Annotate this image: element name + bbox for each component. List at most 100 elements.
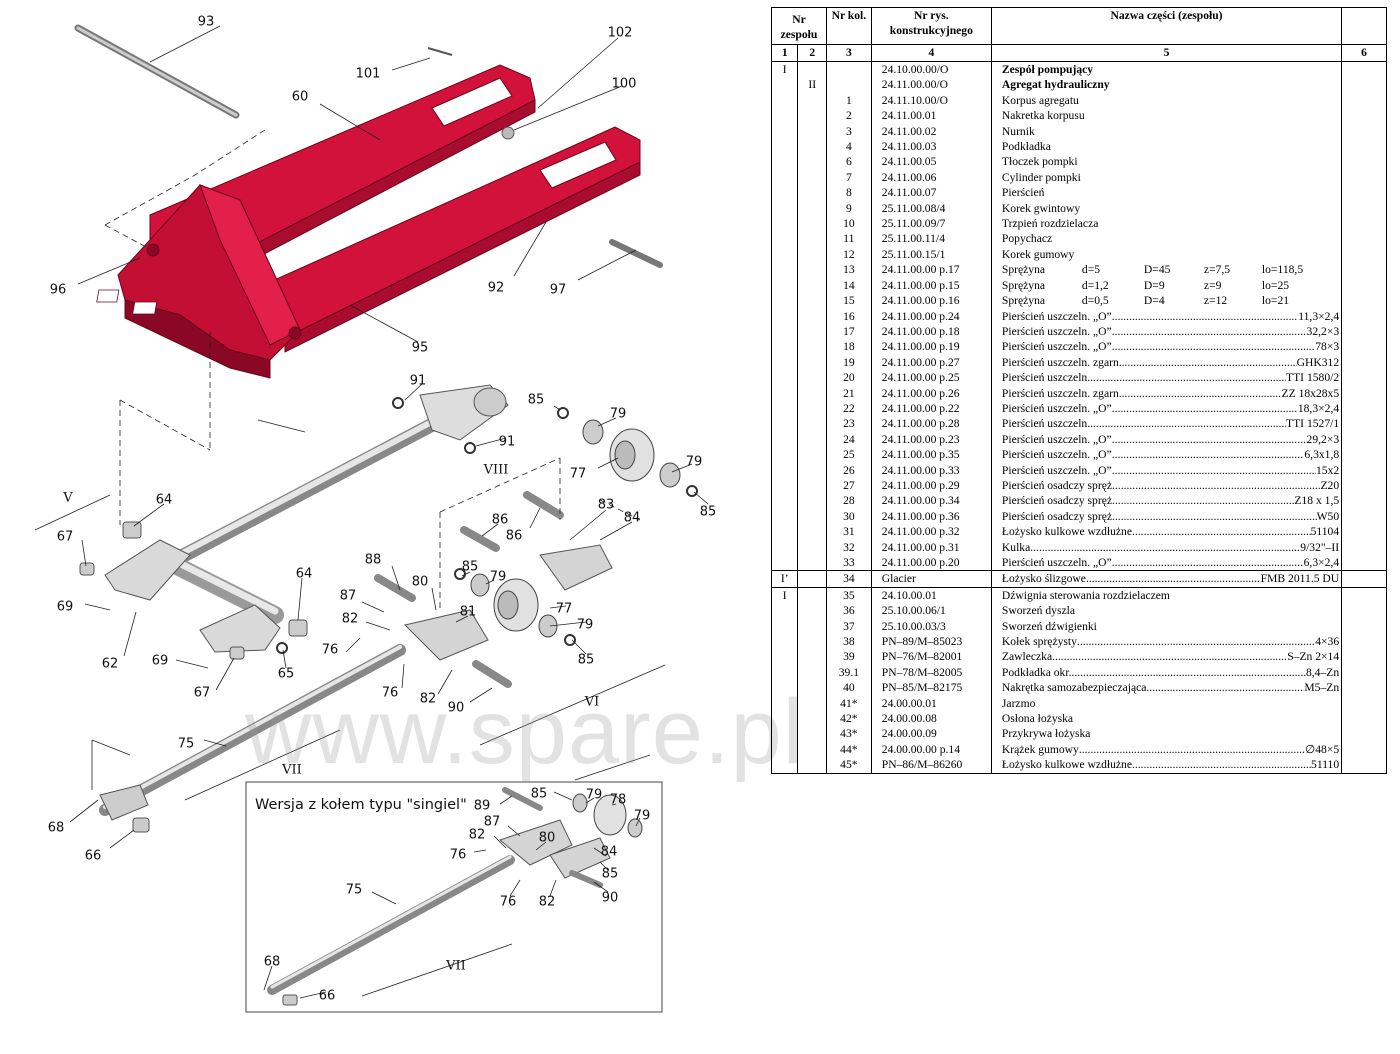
part-name: Pierścień uszczeln. „O”: [1001, 309, 1112, 323]
cell-drawing-number: PN–78/M–82005: [870, 664, 992, 681]
cell-group-2: [797, 293, 827, 309]
cell-drawing-number: 25.11.00.08/4: [870, 200, 992, 217]
part-dimension: S–Zn 2×14: [1287, 650, 1340, 664]
cell-group-2: [797, 508, 827, 525]
part-name: Pierścień uszczeln. „O”: [1001, 448, 1112, 462]
dot-leader: ........................................…: [1030, 540, 1301, 554]
cell-group-1: [770, 262, 799, 278]
cell-group-2: [797, 664, 827, 681]
part-callout-label: 75: [346, 883, 363, 898]
spring-spec: d=0,5: [1081, 294, 1109, 308]
callout-leader: [513, 221, 547, 277]
cell-drawing-number: 25.10.00.06/1: [870, 603, 992, 619]
cell-part-name: Jarzmo: [990, 695, 1343, 712]
cell-group-1: [770, 680, 799, 696]
cell-part-name: Sworzeń dyszla: [990, 603, 1343, 619]
cell-part-name: Zespół pompujący: [990, 61, 1343, 78]
cell-col6: [1341, 185, 1387, 201]
part-name: Zespół pompujący: [1001, 63, 1094, 76]
cell-drawing-number: 24.10.00.01: [870, 586, 992, 604]
part-callout-label: 86: [492, 513, 509, 528]
callout-leader: [475, 437, 507, 447]
cell-group-1: [770, 169, 799, 186]
cell-group-1: [770, 618, 799, 635]
callout-leader: [391, 57, 431, 71]
cell-col6: [1341, 262, 1387, 278]
part-name: Kołek sprężysty: [1001, 635, 1077, 649]
cell-group-2: [797, 354, 827, 371]
cell-col6: [1341, 539, 1387, 555]
part-dimension: 9/32"–II: [1300, 540, 1340, 554]
cell-group-1: [770, 416, 799, 432]
spring-spec: lo=21: [1261, 294, 1290, 308]
cell-col6: [1341, 308, 1387, 324]
callout-leader: [455, 615, 469, 623]
cell-group-2: [797, 92, 827, 109]
header-nr-rys: Nr rys. konstrukcyjnego: [889, 9, 973, 38]
cell-drawing-number: 24.11.00.00 p.17: [870, 262, 992, 278]
cell-group-2: [797, 216, 827, 232]
callout-leader: [319, 103, 381, 141]
cell-position: 38: [825, 634, 872, 650]
part-name: Pierścień uszczeln. zgarn.: [1001, 355, 1122, 369]
part-name: Pierścień uszczeln. „O”: [1001, 340, 1112, 354]
cell-group-2: [797, 200, 827, 217]
spring-spec: D=45: [1143, 263, 1171, 277]
part-dimension: FMB 2011.5 DU: [1260, 572, 1340, 586]
part-callout-label: 60: [292, 90, 309, 105]
part-name: Pierścień uszczeln.: [1001, 371, 1091, 385]
cell-drawing-number: 24.11.00.00 p.19: [870, 339, 992, 355]
cell-group-1: [770, 462, 799, 478]
cell-position: 16: [825, 308, 872, 324]
part-callout-label: 77: [556, 602, 573, 617]
callout-leader: [299, 991, 327, 999]
part-callout-label: 79: [586, 788, 603, 803]
cell-group-1: [770, 185, 799, 201]
cell-group-2: [797, 123, 827, 140]
cell-position: 37: [825, 618, 872, 635]
cell-drawing-number: 24.11.00.00 p.15: [870, 277, 992, 294]
cell-part-name: Pierścień uszczeln. „O” ................…: [990, 462, 1343, 478]
part-dimension: M5–Zn: [1304, 681, 1340, 695]
dot-leader: ........................................…: [1090, 371, 1287, 385]
cell-col6: [1341, 231, 1387, 247]
header-row: Nr zespołu Nr kol. Nr rys. konstrukcyjne…: [771, 7, 1387, 45]
cell-position: 26: [825, 462, 872, 478]
cell-group-1: [770, 634, 799, 650]
cell-position: 22: [825, 400, 872, 417]
callout-leader: [553, 405, 561, 411]
part-name: Korek gumowy: [1001, 247, 1075, 261]
part-name: Korek gwintowy: [1001, 201, 1081, 215]
cell-group-1: [770, 154, 799, 170]
dot-leader: ........................................…: [1071, 665, 1306, 679]
cell-part-name: Pierścień osadczy spręż. ...............…: [990, 493, 1343, 509]
callout-leader: [371, 891, 397, 905]
part-name: Łożysko kulkowe wzdłużne: [1001, 758, 1132, 772]
cell-group-1: [770, 139, 799, 155]
part-callout-label: 95: [412, 341, 429, 356]
callout-leader: [404, 383, 423, 401]
cell-col6: [1341, 664, 1387, 681]
callout-leader: [635, 817, 641, 827]
cell-position: 31: [825, 524, 872, 540]
cell-col6: [1341, 741, 1387, 758]
callout-leader: [84, 603, 111, 611]
part-callout-label: 79: [577, 618, 594, 633]
spring-spec: z=12: [1203, 294, 1228, 308]
cell-group-1: [770, 757, 799, 774]
cell-part-name: Korpus agregatu: [990, 92, 1343, 109]
part-callout-label: 87: [340, 589, 357, 604]
